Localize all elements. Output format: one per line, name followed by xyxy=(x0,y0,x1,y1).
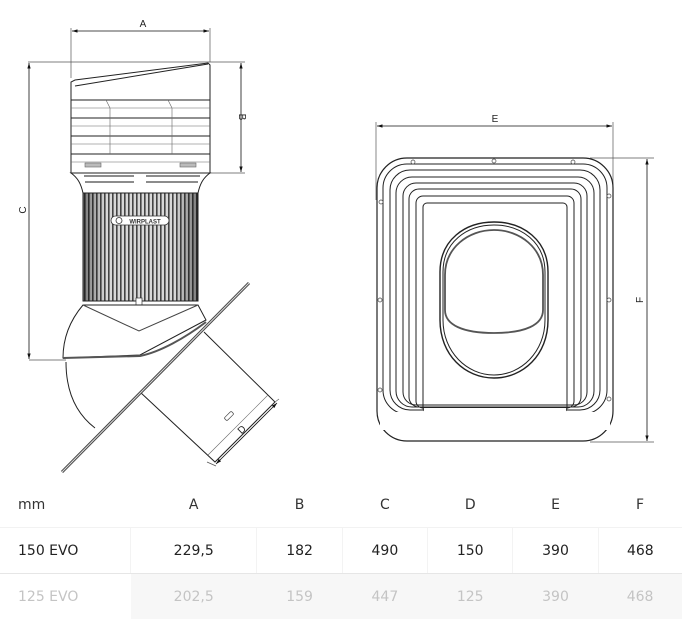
screw-holes xyxy=(377,158,612,402)
dimension-b xyxy=(28,61,245,174)
brand-logo: WIRPLAST xyxy=(110,215,170,226)
table-row[interactable]: 125 EVO 202,5 159 447 125 390 468 xyxy=(0,573,682,619)
table-header-row: mm A B C D E F xyxy=(0,482,682,528)
value-cell: 447 xyxy=(342,573,428,619)
dimension-d xyxy=(206,398,280,467)
value-cell: 229,5 xyxy=(129,527,257,574)
side-view: WIRPLAST xyxy=(27,28,280,474)
label-b: B xyxy=(236,114,247,121)
label-a: A xyxy=(140,19,147,30)
value-cell: 390 xyxy=(512,573,599,619)
model-cell[interactable]: 150 EVO xyxy=(0,527,131,574)
value-cell: 202,5 xyxy=(130,573,257,619)
elbow xyxy=(62,304,207,359)
brand-logo-text: WIRPLAST xyxy=(129,220,161,226)
dimension-f xyxy=(590,157,654,443)
value-cell: 468 xyxy=(597,527,682,574)
column-header: C xyxy=(380,496,390,513)
dimensions-table: mm A B C D E F 150 EVO 229,5 182 490 150… xyxy=(0,482,682,619)
model-cell[interactable]: 125 EVO xyxy=(18,588,79,605)
column-header: B xyxy=(294,496,305,513)
technical-drawing: WIRPLAST A B C D xyxy=(18,19,654,474)
louvres xyxy=(70,99,211,174)
pipe xyxy=(139,331,276,463)
column-header: D xyxy=(464,496,476,513)
dimension-a xyxy=(70,28,211,78)
column-header: E xyxy=(551,496,560,513)
label-e: E xyxy=(492,114,499,125)
value-cell: 468 xyxy=(598,573,682,619)
flashing-outline xyxy=(376,157,614,442)
pipe-opening xyxy=(439,221,549,379)
column-header: A xyxy=(188,496,199,513)
value-cell: 159 xyxy=(256,573,343,619)
value-cell: 182 xyxy=(256,527,343,574)
label-c: C xyxy=(18,206,29,213)
value-cell: 490 xyxy=(341,527,428,574)
top-view xyxy=(375,122,654,443)
value-cell: 125 xyxy=(427,573,513,619)
value-cell: 390 xyxy=(512,527,599,574)
dimension-c xyxy=(27,62,66,361)
label-f: F xyxy=(635,297,646,303)
table-row[interactable]: 150 EVO 229,5 182 490 150 390 468 xyxy=(0,527,682,574)
value-cell: 150 xyxy=(427,527,513,574)
unit-header: mm xyxy=(18,496,46,513)
column-header: F xyxy=(636,496,645,513)
cap-top xyxy=(70,62,211,101)
